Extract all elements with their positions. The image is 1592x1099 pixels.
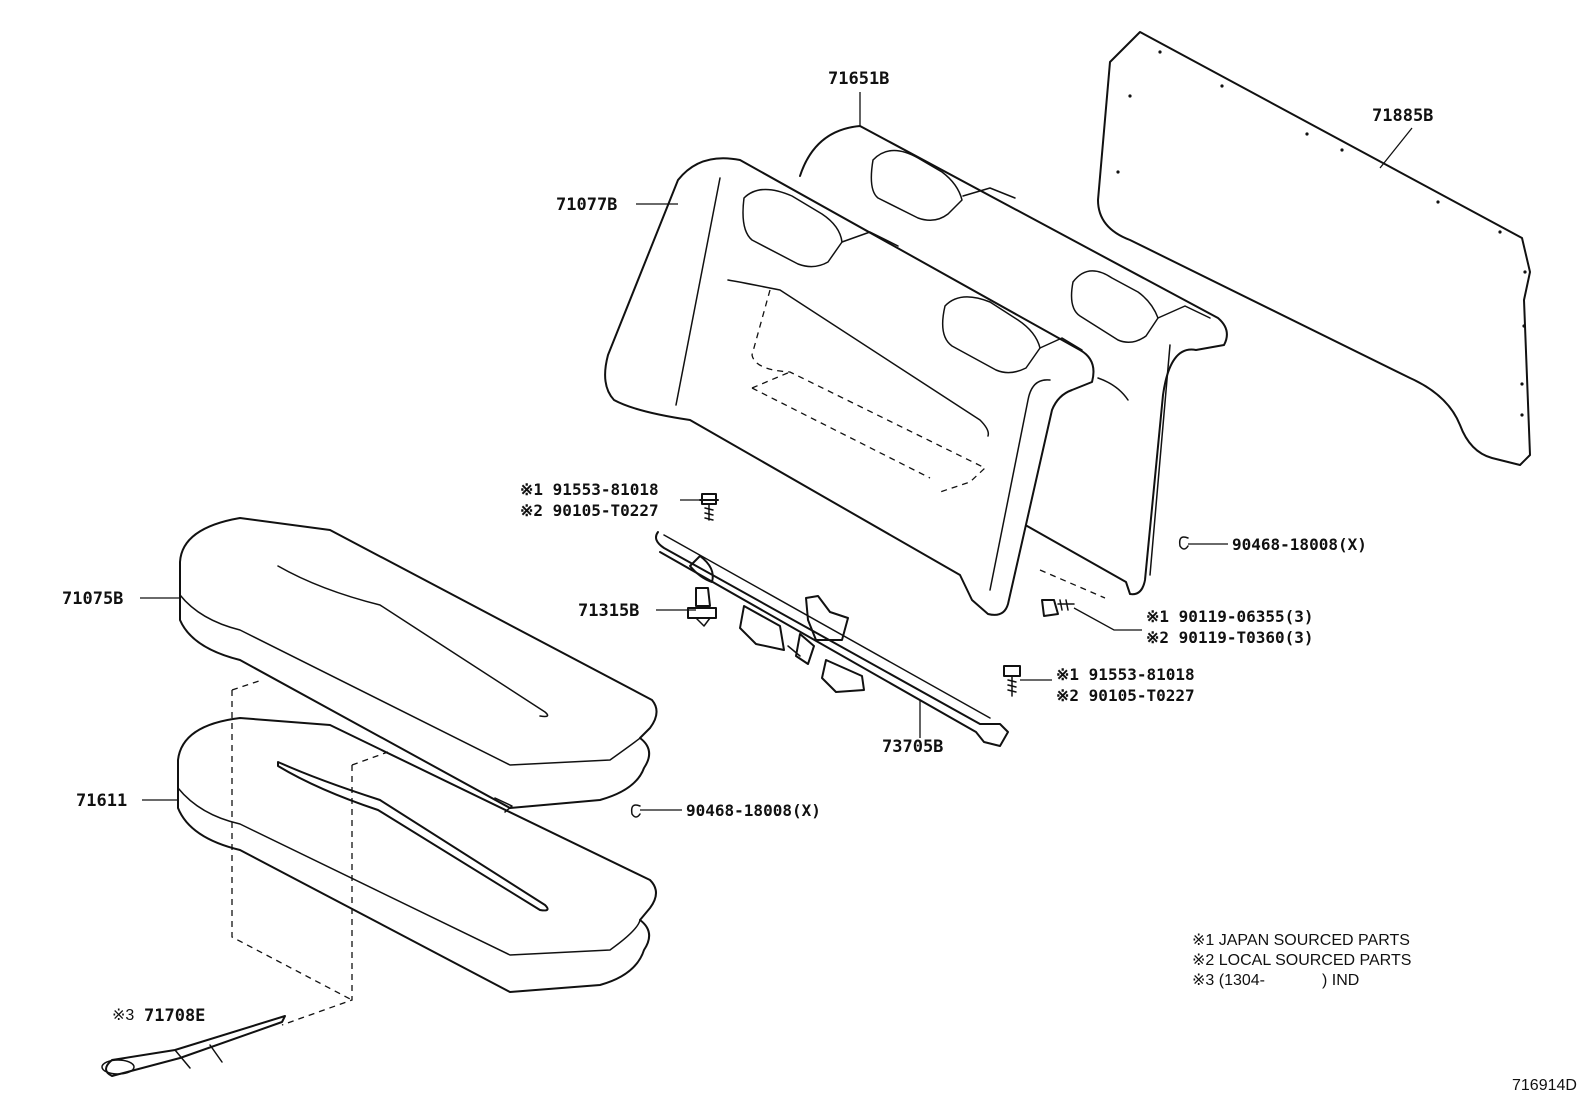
backrest-cover [604,157,1106,616]
label-bracket-bolt-right-line1: ※1 91553-81018 [1056,665,1195,684]
label-package-tray-panel: 71885B [1372,106,1433,126]
package-tray-panel [1097,31,1531,466]
leader-lines [140,92,1413,811]
label-strap: 71708E [144,1006,205,1026]
label-cushion-cover: 71075B [62,589,123,609]
backrest-pad [799,125,1228,596]
label-strap-marker: ※3 [112,1007,134,1024]
label-bracket-bolt-top-line2: ※2 90105-T0227 [520,501,659,520]
legend-note-2: ※2 LOCAL SOURCED PARTS [1192,952,1411,969]
cushion-pad [177,717,657,993]
cushion-cover [179,517,658,809]
hog-ring-cushion-icon [630,804,641,818]
bolt-back [1041,599,1075,617]
label-bracket-bolt-top-line1: ※1 91553-81018 [520,480,659,499]
label-bolt-71315: 71315B [578,601,639,621]
label-back-bolt-line1: ※1 90119-06355(3) [1146,607,1314,626]
label-backrest-pad: 71651B [828,69,889,89]
legend-note-3-suffix: ) IND [1322,972,1359,989]
legend-note-3-prefix: ※3 (1304- [1192,972,1265,989]
legend: ※1 JAPAN SOURCED PARTS ※2 LOCAL SOURCED … [1192,932,1411,989]
diagram-id: 716914D [1512,1077,1577,1094]
label-cushion-pad: 71611 [76,791,127,811]
strap [101,1015,286,1077]
cushion-guide-lines [231,679,389,1026]
label-hog-ring-cushion: 90468-18008(X) [686,801,821,820]
label-back-bolt-line2: ※2 90119-T0360(3) [1146,628,1314,647]
label-frame-rod: 73705B [882,737,943,757]
label-bracket-bolt-right-line2: ※2 90105-T0227 [1056,686,1195,705]
label-hog-ring-back: 90468-18008(X) [1232,535,1367,554]
bolt-71315 [687,587,717,627]
legend-note-1: ※1 JAPAN SOURCED PARTS [1192,932,1410,949]
bolt-right [1003,665,1021,697]
bolt-top [699,493,719,521]
hog-ring-back-icon [1178,536,1189,550]
frame-rod [655,531,1009,747]
label-backrest-cover: 71077B [556,195,617,215]
